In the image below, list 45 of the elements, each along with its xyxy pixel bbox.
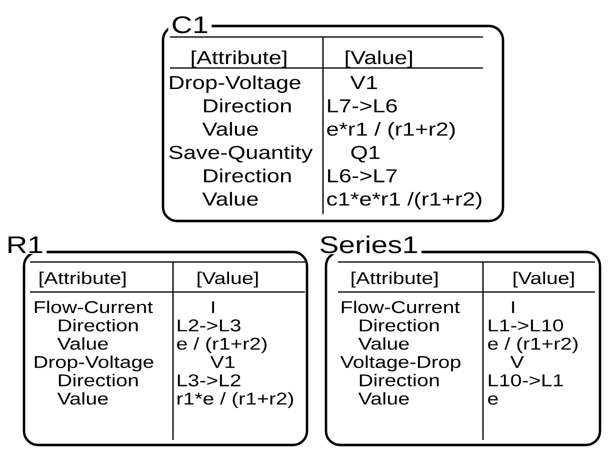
table-cell: Direction (360, 374, 439, 386)
header-cell: [Attribute] (40, 272, 126, 288)
box-title: Series1 (316, 234, 422, 254)
table-cell: e / (r1+r2) (488, 337, 578, 354)
table-cell: Value (358, 337, 409, 350)
table-cell: Value (202, 122, 258, 136)
table-cell: e (488, 395, 498, 405)
table-cell: V (510, 356, 524, 368)
table-cell: Flow-Current (342, 300, 460, 314)
box-title: C1 (168, 15, 212, 34)
table-cell: Save-Quantity (169, 145, 313, 163)
table-cell: Direction (360, 318, 439, 332)
table-cell: Value (202, 192, 258, 206)
table-cell: Value (57, 337, 108, 350)
table-cell: V1 (350, 76, 377, 89)
header-cell: [Attribute] (192, 50, 286, 68)
table-cell: e / (r1+r2) (177, 337, 267, 354)
table-cell: L1->L10 (488, 319, 564, 332)
table-cell: Direction (204, 98, 291, 112)
table-cell: Value (57, 392, 108, 405)
table-cell: c1*e*r1 /(r1+r2) (327, 192, 482, 210)
table-cell: Direction (58, 374, 138, 386)
table-cell: V1 (210, 356, 235, 368)
table-cell: Q1 (351, 146, 380, 162)
table-cell: I (212, 301, 214, 313)
box-title: R1 (3, 235, 47, 254)
table-cell: Flow-Current (34, 300, 153, 314)
table-cell: I (512, 301, 514, 313)
table-cell: Direction (58, 318, 138, 332)
table-cell: L3->L2 (178, 374, 240, 386)
header-cell: [Value] (346, 50, 412, 68)
header-cell: [Value] (198, 272, 258, 288)
table-cell: e*r1 / (r1+r2) (327, 122, 455, 140)
table-cell: Voltage-Drop (340, 356, 460, 372)
table-cell: r1*e / (r1+r2) (178, 392, 294, 408)
table-cell: Value (358, 392, 409, 405)
table-cell: Direction (204, 168, 291, 182)
table-cell: Drop-Voltage (170, 75, 300, 93)
header-cell: [Attribute] (352, 272, 438, 288)
table-cell: Drop-Voltage (34, 356, 154, 372)
header-cell: [Value] (514, 272, 574, 288)
table-cell: L6->L7 (328, 169, 397, 182)
table-cell: L10->L1 (488, 374, 563, 386)
table-cell: L2->L3 (178, 319, 240, 332)
table-cell: L7->L6 (328, 99, 397, 112)
